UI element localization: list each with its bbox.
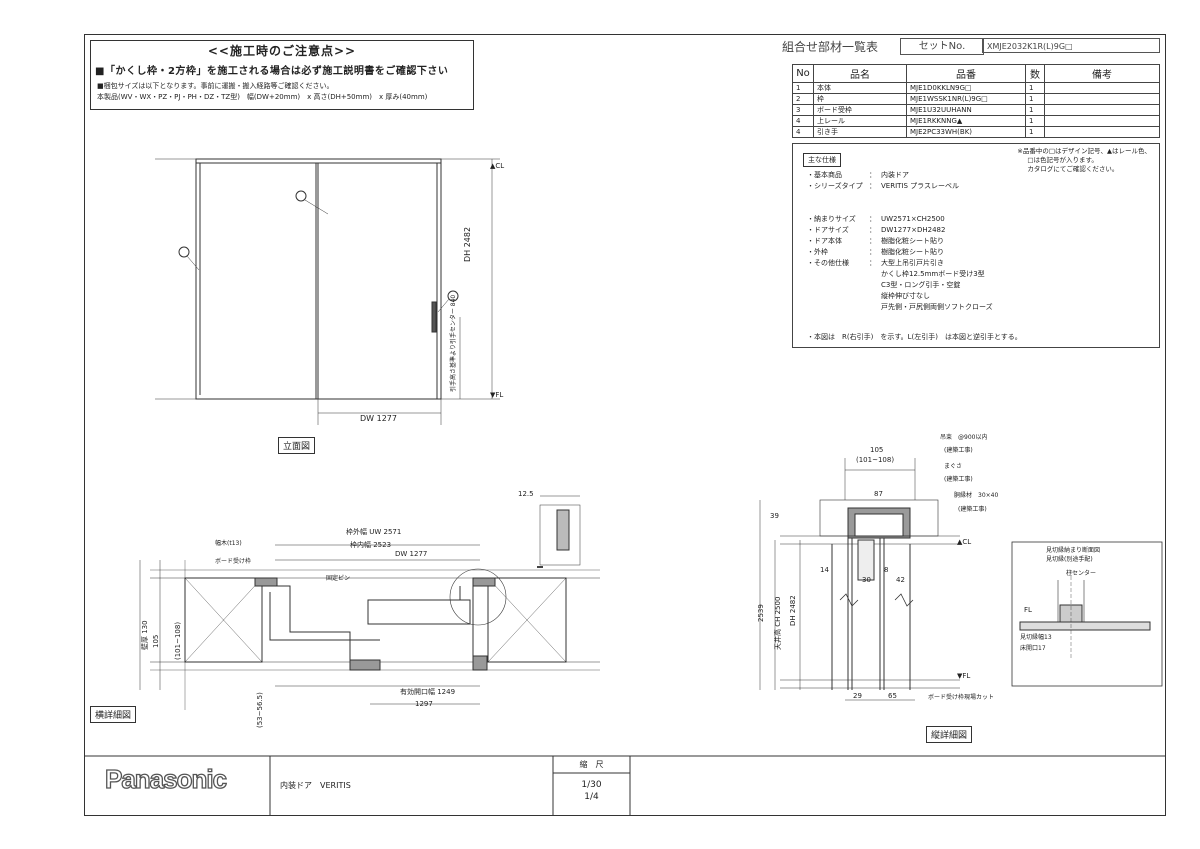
- label-baseboard: 幅木(t13): [215, 540, 242, 547]
- dim-fl-v: ▼FL: [957, 672, 971, 680]
- dim-dh: DH 2482: [463, 226, 472, 262]
- dim-8: 8: [884, 566, 889, 574]
- label-anchor: 吊束 @900以内: [940, 434, 988, 441]
- dim-wall: 壁厚 130: [141, 620, 149, 650]
- spec-note-3: カタログにてご確認ください。: [1027, 165, 1119, 173]
- scale-2: 1/4: [584, 792, 599, 802]
- label-floor-opening: 床開口17: [1020, 645, 1046, 652]
- notice-line-1: ■「かくし枠・2方枠」を施工される場合は必ず施工説明書をご確認下さい: [95, 66, 449, 77]
- dim-65: 65: [888, 692, 897, 700]
- dim-dw: DW 1277: [360, 414, 397, 423]
- vertical-detail-label: 縦詳細図: [926, 726, 973, 743]
- elevation-label: 立面図: [278, 437, 316, 454]
- label-work-2: (建築工事): [944, 476, 973, 483]
- dim-87: 87: [874, 490, 883, 498]
- dim-105: 105: [152, 634, 160, 648]
- floor-detail-title-2: 見切縁(別途手配): [1046, 556, 1093, 563]
- dim-105-v: 105: [870, 446, 884, 454]
- notice-line-3: 本製品(WV・WX・PZ・PJ・PH・DZ・TZ型) 幅(DW+20mm) x …: [97, 93, 428, 101]
- spec-box: ※品番中の□はデザイン記号、▲はレール色、 □は色記号が入ります。 カタログにて…: [792, 143, 1160, 348]
- dim-42: 42: [896, 576, 905, 584]
- dim-101-108: (101~108): [174, 621, 182, 660]
- label-board-frame: ボード受け枠: [215, 558, 252, 565]
- dim-39: 39: [770, 512, 779, 520]
- dim-30: 30: [862, 576, 871, 584]
- dim-handle: 引手高さ基準より引手センター 840: [450, 294, 457, 392]
- parts-list-title: 組合せ部材一覧表: [782, 40, 879, 54]
- dim-fl: ▼FL: [490, 391, 504, 399]
- dim-uw: 枠外幅 UW 2571: [346, 528, 402, 536]
- label-fl: FL: [1024, 606, 1032, 614]
- notice-line-2: ■梱包サイズは以下となります。事前に運搬・搬入経路等ご確認ください。: [97, 82, 334, 90]
- label-soffit: 胴縁材 30×40: [954, 492, 999, 499]
- set-no-value: XMJE2032K1R(L)9G□: [982, 38, 1160, 53]
- dim-101-v: (101~108): [856, 456, 895, 464]
- dim-cl: ▲CL: [490, 162, 505, 170]
- label-column-center: 柱センター: [1066, 570, 1097, 577]
- spec-items-2: ・納まりサイズ：UW2571×CH2500 ・ドアサイズ：DW1277×DH24…: [807, 215, 993, 311]
- spec-note-1: ※品番中の□はデザイン記号、▲はレール色、: [1017, 147, 1151, 155]
- spec-note-2: □は色記号が入ります。: [1027, 156, 1098, 164]
- spec-label: 主な仕様: [803, 153, 841, 167]
- dim-inner: 枠内幅 2523: [350, 541, 392, 549]
- dim-cl-v: ▲CL: [957, 538, 972, 546]
- label-miki: 見切縁幅13: [1020, 634, 1052, 641]
- horizontal-detail-label: 横詳細図: [90, 706, 137, 723]
- label-work-1: (建築工事): [944, 447, 973, 454]
- dim-12-5: 12.5: [518, 490, 534, 498]
- dim-opening: 有効開口幅 1249: [400, 688, 456, 696]
- drawing-frame: [84, 34, 1166, 816]
- notice-heading: <<施工時のご注意点>>: [207, 44, 357, 58]
- door-handle: [431, 301, 437, 333]
- product-name: 内装ドア VERITIS: [280, 781, 351, 790]
- scale-label: 縮 尺: [579, 760, 604, 769]
- scale-1: 1/30: [581, 780, 602, 790]
- floor-detail-title-1: 見切縁納まり断面図: [1046, 547, 1101, 554]
- dim-29: 29: [853, 692, 862, 700]
- construction-notice: <<施工時のご注意点>> ■「かくし枠・2方枠」を施工される場合は必ず施工説明書…: [90, 40, 474, 110]
- label-board-cut: ボード受け枠現場カット: [928, 694, 995, 701]
- label-work-3: (建築工事): [958, 506, 987, 513]
- panasonic-logo: Panasonic: [104, 763, 227, 794]
- dim-53-56: (53~56.5): [256, 692, 264, 728]
- dim-dh-v: DH 2482: [789, 595, 797, 626]
- dim-ch: 天井高 CH 2500: [774, 596, 782, 650]
- dim-2539: 2539: [757, 604, 765, 622]
- dim-dw2: DW 1277: [395, 550, 428, 558]
- set-no-label: セットNo.: [900, 38, 984, 55]
- dim-1297: 1297: [415, 700, 433, 708]
- label-stud: まぐさ: [944, 463, 963, 470]
- spec-footer: ・本図は R(右引手) を示す。L(左引手) は本図と逆引手とする。: [807, 333, 1022, 341]
- label-entry-corner: [537, 566, 543, 568]
- label-pin: 固定ピン: [326, 575, 351, 582]
- dim-14: 14: [820, 566, 829, 574]
- spec-items-1: ・基本商品：内装ドア ・シリーズタイプ：VERITIS プラスレーベル: [807, 171, 960, 190]
